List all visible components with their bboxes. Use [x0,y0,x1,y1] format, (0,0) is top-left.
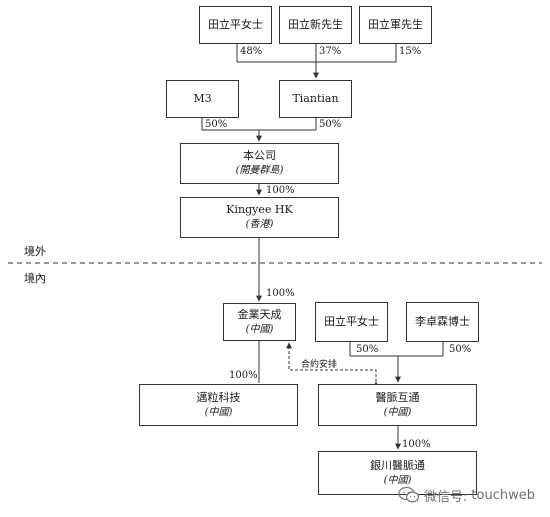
entity-box-company: 本公司 (開曼群島) [180,143,339,184]
pct-m3: 50% [205,119,228,130]
entity-jurisdiction: (中國) [383,474,412,486]
contract-arrow-path [286,342,379,388]
entity-jurisdiction: (中國) [245,323,274,335]
wechat-icon [398,486,420,503]
entity-box-yimai: 醫脈互通 (中國) [318,384,477,426]
entity-box-tiantian: Tiantian [279,80,352,118]
entity-jurisdiction: (開曼群島) [235,165,284,177]
pct-tian-liping: 48% [240,46,263,57]
watermark-handle: touchweb [471,487,535,503]
entity-name: 醫脈互通 [375,390,420,404]
entity-box-jinye: 金業天成 (中國) [223,303,296,341]
entity-name: 邁粒科技 [196,390,241,404]
entity-name: Tiantian [292,92,339,106]
pct-yimai-to-yinchuan: 100% [402,439,431,450]
entity-box-m3: M3 [166,80,239,118]
entity-box-maili: 邁粒科技 (中國) [139,384,298,426]
pct-tian-lijun: 15% [399,46,422,57]
pct-tian-lixin: 37% [319,46,342,57]
shareholder-name: 田立軍先生 [368,18,423,32]
pct-right-p1: 50% [356,344,379,355]
entity-jurisdiction: (中國) [204,406,233,418]
shareholder-name: 李卓霖博士 [415,315,470,329]
entity-jurisdiction: (中國) [383,406,412,418]
shareholder-box-tian-lijun: 田立軍先生 [359,6,432,44]
shareholder-box-tian-lixin: 田立新先生 [279,6,352,44]
shareholder-name: 田立平女士 [324,315,379,329]
shareholder-box-tian-liping-right: 田立平女士 [315,302,388,342]
pct-company-to-hk: 100% [266,185,295,196]
shareholder-name: 田立平女士 [208,18,263,32]
entity-name: 銀川醫脈通 [370,458,425,472]
entity-name: M3 [193,92,212,106]
shareholder-box-tian-liping: 田立平女士 [199,6,272,44]
region-label-onshore: 境內 [24,272,46,285]
entity-box-yinchuan: 銀川醫脈通 (中國) [318,451,477,495]
shareholder-box-li-zhuolin: 李卓霖博士 [406,302,479,342]
entity-jurisdiction: (香港) [245,219,274,231]
entity-name: Kingyee HK [226,203,293,217]
pct-tiantian: 50% [319,119,342,130]
entity-box-kingyee-hk: Kingyee HK (香港) [180,197,339,238]
contract-arrangement-label: 合約安排 [301,360,338,370]
pct-right-p2: 50% [449,344,472,355]
pct-hk-to-jinye: 100% [266,288,295,299]
shareholder-name: 田立新先生 [288,18,343,32]
pct-jinye-to-maili: 100% [229,370,258,381]
entity-name: 金業天成 [237,307,282,321]
watermark-prefix: 微信号: [424,489,468,505]
wechat-watermark: 微信号:touchweb [398,484,535,506]
entity-name: 本公司 [243,149,276,163]
region-label-offshore: 境外 [24,245,46,258]
